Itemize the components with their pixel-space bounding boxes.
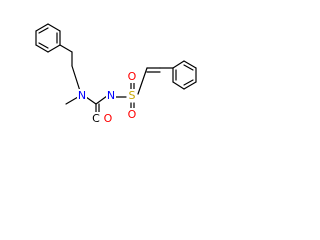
amine-carbonyl-bond [85,96,97,105]
atom-nitrogen-amide: N [106,89,116,102]
atom-nitrogen-amine: N [77,89,87,102]
carbonyl-amide-bond [95,95,108,105]
atom-label-n1: N [78,89,86,102]
atom-label-o-top: O [128,70,137,83]
molecule-structure: N O C N S O O [35,23,197,125]
n-methyl-bond [65,96,79,105]
atom-sulfonyl-o-top: O [127,70,137,83]
atom-label-c-carbonyl: C [92,112,100,125]
atom-sulfonyl-o-bottom: O [127,108,137,121]
left-phenyl-ring [35,23,61,53]
atom-sulfur: S [127,89,137,102]
atom-label-n2: N [107,89,115,102]
vinyl-linker [137,67,174,95]
atom-carbonyl-o: O [103,112,113,125]
atom-label-s: S [129,89,136,102]
ethyl-linker [59,44,81,92]
atom-label-o-carbonyl: O [104,112,113,125]
atom-carbonyl-c: C [91,112,101,125]
right-phenyl-ring [172,60,197,90]
carbonyl-double-bond [95,103,100,114]
atom-label-o-bottom: O [128,108,137,121]
